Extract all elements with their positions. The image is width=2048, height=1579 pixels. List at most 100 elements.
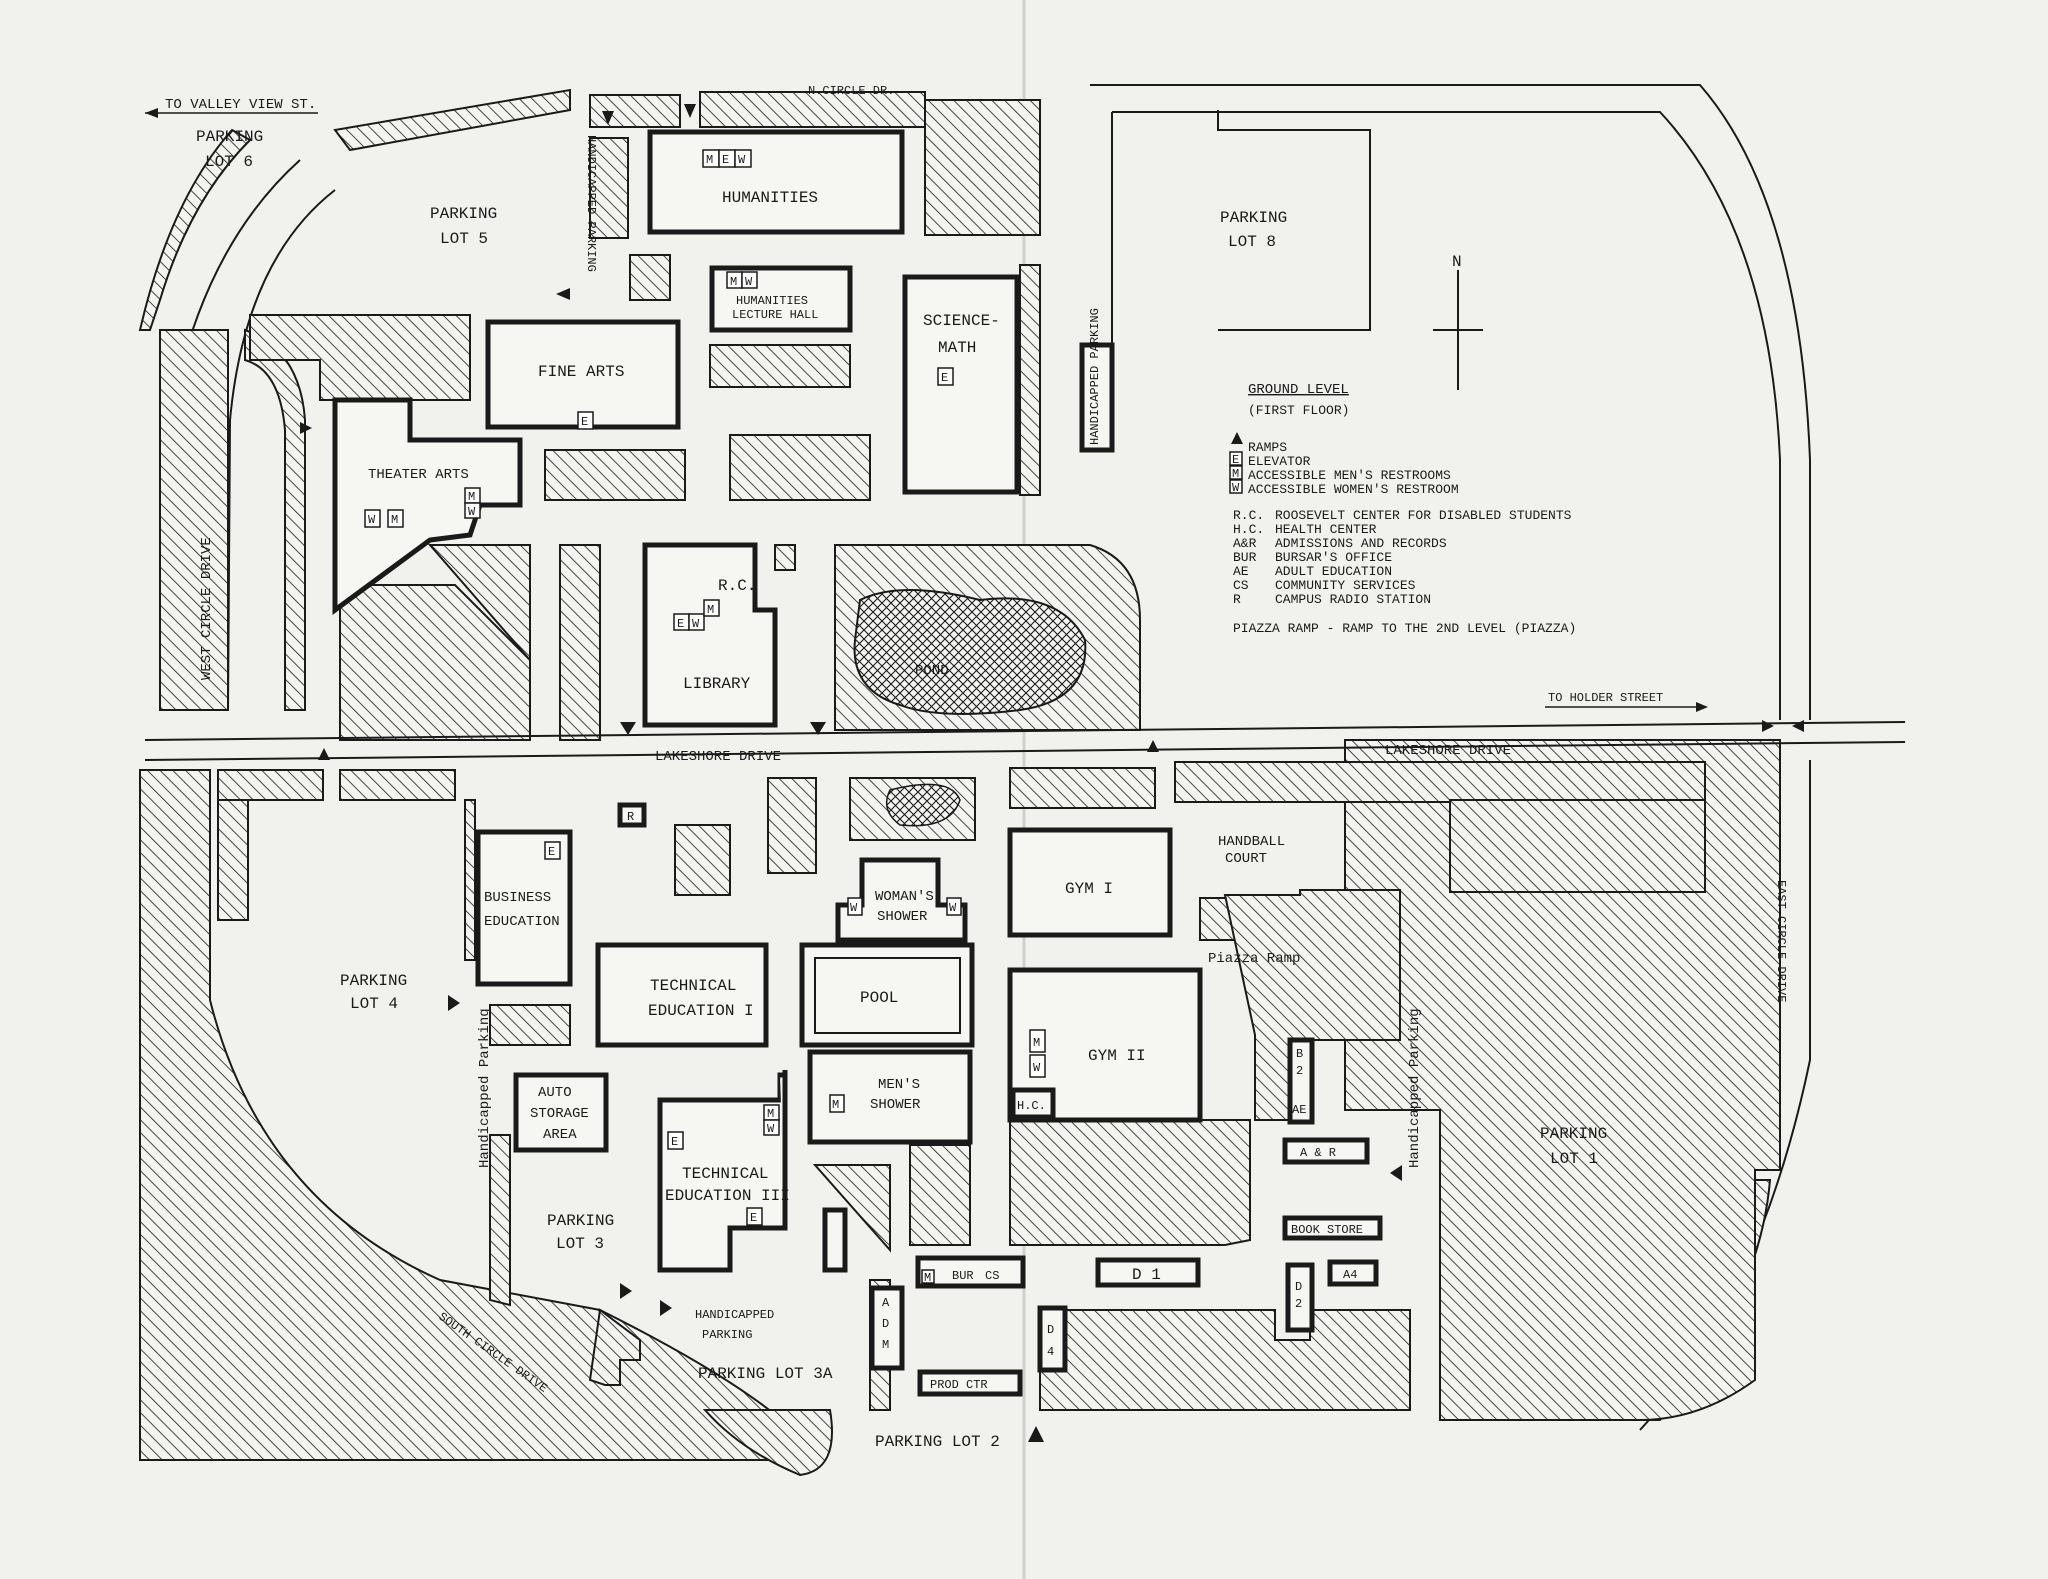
b2-label-1: B — [1296, 1047, 1303, 1061]
a4-label: A4 — [1343, 1268, 1357, 1282]
gym2-label: GYM II — [1088, 1047, 1146, 1065]
humanities-mew-icons: M E W — [702, 149, 752, 168]
south-walk-hatch-2 — [909, 1144, 971, 1246]
lot3a-hatch — [588, 1308, 641, 1386]
lakeshore-drive: LAKESHORE DRIVE LAKESHORE DRIVE — [144, 721, 1906, 765]
library-west-strip — [559, 544, 601, 741]
ae-label: AE — [1292, 1103, 1306, 1117]
lot3-label-1: PARKING — [547, 1212, 614, 1230]
ramp-arrow-lakeshore-w — [318, 748, 330, 760]
auto-strip — [489, 1004, 571, 1046]
tech3-e2: E — [750, 1211, 757, 1225]
n-circle-drive-label: N.CIRCLE DR. — [808, 84, 894, 98]
library-e: E — [677, 617, 684, 631]
lot5-label-1: PARKING — [430, 205, 497, 223]
ramp-arrow-lot3 — [620, 1283, 632, 1299]
legend-abbr-value: COMMUNITY SERVICES — [1275, 578, 1416, 593]
gym-1-building — [1007, 827, 1173, 938]
radio-station — [617, 802, 647, 828]
holder-arrowhead — [1696, 702, 1708, 712]
lot4-strip-top2 — [339, 769, 456, 801]
theater-walk — [427, 544, 531, 663]
science-east-strip — [1019, 264, 1041, 496]
small-south-building — [822, 1207, 848, 1273]
legend-womens: ACCESSIBLE WOMEN'S RESTROOM — [1248, 482, 1459, 497]
d2-label-1: D — [1295, 1280, 1302, 1294]
business-label-1: BUSINESS — [484, 890, 551, 906]
lot4-strip-top — [217, 769, 324, 801]
pool-basin — [814, 957, 961, 1034]
d1-building — [1095, 1257, 1201, 1288]
science-label-2: MATH — [938, 339, 976, 357]
fine-arts-e: E — [581, 415, 588, 429]
tech3-e: E — [671, 1135, 678, 1149]
lot4-strip-right — [464, 799, 476, 961]
legend-subtitle: (FIRST FLOOR) — [1248, 403, 1349, 418]
gym-south-hatch — [1009, 1119, 1251, 1246]
legend-abbr-key: BUR — [1233, 550, 1257, 565]
legend-abbreviations: R.C.ROOSEVELT CENTER FOR DISABLED STUDEN… — [1233, 508, 1572, 607]
lot4-strip-left — [217, 799, 249, 921]
science-label-1: SCIENCE- — [923, 312, 1000, 330]
lot8-label-1: PARKING — [1220, 209, 1287, 227]
tech3-label-2: EDUCATION III — [665, 1187, 790, 1205]
womans-w1: W — [850, 901, 858, 915]
ramp-arrow-finearts — [556, 288, 570, 300]
ar-label: A & R — [1300, 1146, 1336, 1160]
ramp-arrow-theater — [300, 422, 312, 434]
ramp-arrow-east-2 — [1792, 720, 1804, 732]
south-pond — [885, 783, 961, 827]
womans-w2: W — [949, 901, 957, 915]
womans-shower-building — [835, 857, 968, 943]
theater-m: M — [391, 513, 398, 527]
lot1-label-1: PARKING — [1540, 1125, 1607, 1143]
legend-m-box: M — [1232, 467, 1239, 481]
tech3-w: W — [767, 1122, 775, 1136]
tech1-label-1: TECHNICAL — [650, 977, 736, 995]
technical-education-1-building — [595, 942, 769, 1048]
auto-label-1: AUTO — [538, 1085, 572, 1101]
legend-abbr-value: BURSAR'S OFFICE — [1275, 550, 1392, 565]
radio-label: R — [627, 810, 634, 824]
rc-label: R.C. — [718, 577, 756, 595]
ramp-arrow-top — [684, 104, 696, 118]
theater-m2: M — [468, 490, 475, 504]
mens-m: M — [832, 1098, 839, 1112]
legend-piazza: PIAZZA RAMP - RAMP TO THE 2ND LEVEL (PIA… — [1233, 621, 1576, 636]
lot2-label: PARKING LOT 2 — [875, 1433, 1000, 1451]
d4-label-1: D — [1047, 1323, 1054, 1337]
north-arrow: N — [1433, 253, 1483, 390]
gym2-m: M — [1033, 1036, 1040, 1050]
tech1-label-2: EDUCATION I — [648, 1002, 754, 1020]
b2-label-2: 2 — [1296, 1064, 1303, 1078]
legend-title: GROUND LEVEL — [1248, 382, 1349, 398]
business-e: E — [548, 845, 555, 859]
handball-label-1: HANDBALL — [1218, 834, 1285, 850]
legend-ramp-symbol — [1231, 432, 1243, 444]
legend-abbr-value: HEALTH CENTER — [1275, 522, 1377, 537]
a4-building — [1327, 1259, 1379, 1287]
legend-abbr-value: CAMPUS RADIO STATION — [1275, 592, 1431, 607]
legend-abbr-value: ROOSEVELT CENTER FOR DISABLED STUDENTS — [1275, 508, 1572, 523]
lot3-label-2: LOT 3 — [556, 1235, 604, 1253]
bur-m: M — [924, 1271, 931, 1285]
book-store-building — [1282, 1215, 1383, 1241]
tech3-label-1: TECHNICAL — [682, 1165, 768, 1183]
lot3-west-strip — [489, 1134, 511, 1307]
theater-arts-building — [332, 397, 523, 615]
handicapped-parking-ne-label: HANDICAPPED PARKING — [1088, 308, 1102, 445]
legend-abbr-value: ADULT EDUCATION — [1275, 564, 1392, 579]
handball-label-2: COURT — [1225, 851, 1267, 867]
legend-abbr-key: CS — [1233, 578, 1249, 593]
library-building — [642, 542, 778, 728]
admissions-records-building — [1282, 1137, 1370, 1165]
ramp-arrow-lot2 — [1028, 1426, 1044, 1442]
adm-label-1: A — [882, 1296, 890, 1310]
auto-label-2: STORAGE — [530, 1106, 589, 1122]
handicapped-parking-se-label: Handicapped Parking — [1407, 1008, 1423, 1168]
lot3a-label: PARKING LOT 3A — [698, 1365, 833, 1383]
lot4-label-2: LOT 4 — [350, 995, 398, 1013]
legend-abbr-key: H.C. — [1233, 522, 1264, 537]
theater-w2: W — [468, 505, 476, 519]
